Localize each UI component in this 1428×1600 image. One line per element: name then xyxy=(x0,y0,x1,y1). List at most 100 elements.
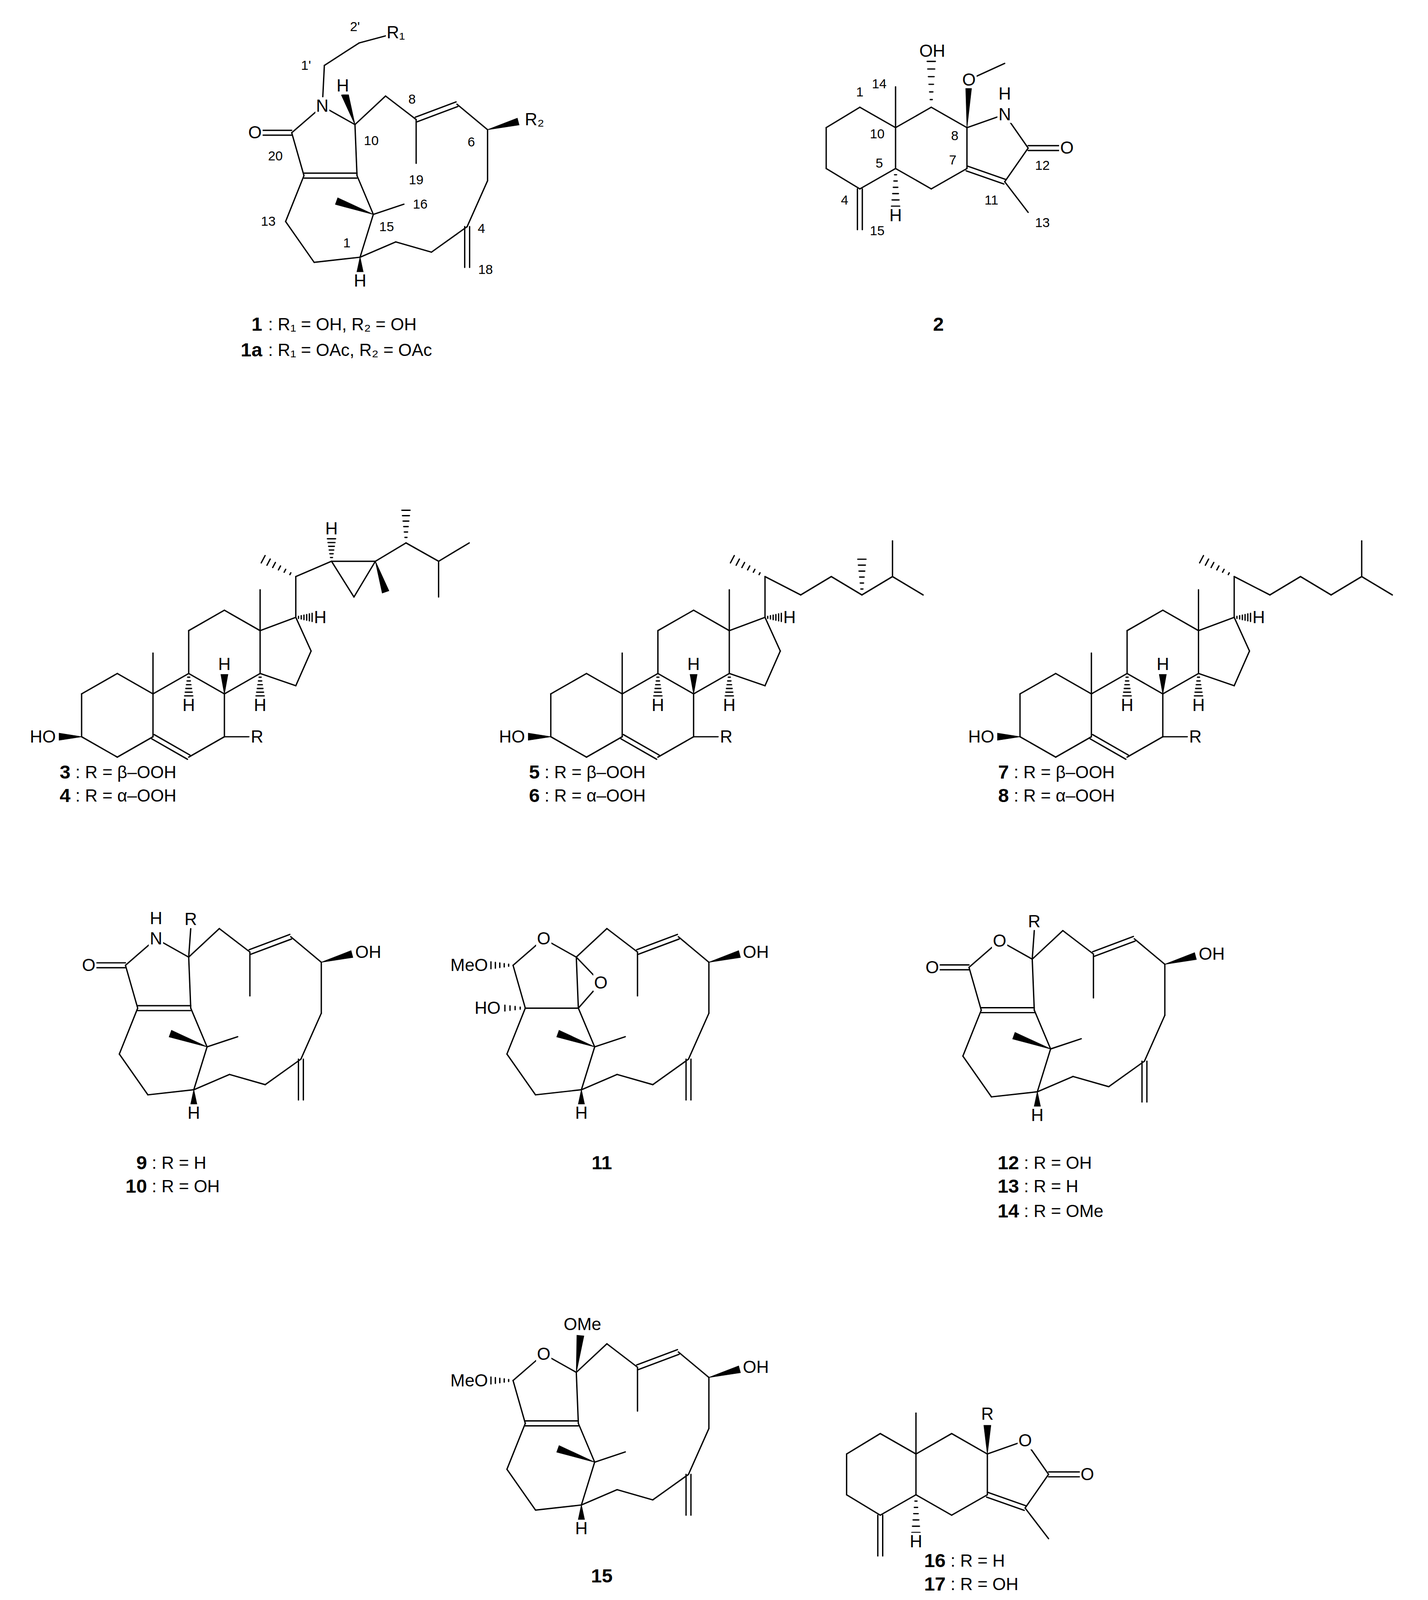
atom-label: H xyxy=(313,608,328,627)
bond xyxy=(224,673,260,694)
bond xyxy=(298,613,313,622)
bond xyxy=(968,967,982,1010)
bond xyxy=(1123,677,1132,696)
bond xyxy=(464,226,470,268)
atom-label: OMe xyxy=(562,1315,602,1333)
bond xyxy=(153,673,189,694)
bond xyxy=(81,736,118,757)
bond xyxy=(224,736,249,738)
bond xyxy=(438,542,470,562)
bond xyxy=(576,1334,584,1372)
bond xyxy=(1004,181,1028,213)
atom-label: MeO xyxy=(449,956,489,974)
substituent-caption: : R = β–OOH xyxy=(543,763,647,782)
bond xyxy=(187,630,190,674)
bond xyxy=(657,609,694,631)
bond xyxy=(825,127,828,169)
bond xyxy=(1269,576,1301,596)
bond xyxy=(764,650,781,686)
bond xyxy=(1025,1507,1049,1539)
bond xyxy=(1037,1048,1051,1092)
bond xyxy=(859,168,896,189)
bond xyxy=(686,1059,692,1101)
bond xyxy=(708,962,710,1014)
bond xyxy=(927,61,936,100)
atom-label: R xyxy=(250,727,265,746)
bond xyxy=(125,964,138,1008)
bond xyxy=(877,1514,883,1556)
bond xyxy=(709,1365,741,1378)
bond xyxy=(617,1074,653,1085)
bond xyxy=(577,1504,585,1521)
atom-label: H xyxy=(217,655,232,674)
bond xyxy=(895,127,897,169)
bond xyxy=(1032,930,1063,959)
bond xyxy=(59,732,82,740)
substituent-caption: : R = OH xyxy=(150,1177,221,1196)
bond xyxy=(915,1494,952,1515)
bond xyxy=(1234,576,1270,596)
bond xyxy=(931,107,967,128)
atom-label: H xyxy=(149,909,164,928)
bond xyxy=(1144,1014,1165,1061)
bond xyxy=(359,214,373,258)
atom-label: O xyxy=(961,70,977,89)
bond xyxy=(962,1009,982,1056)
bond xyxy=(1159,674,1167,694)
bond xyxy=(415,101,458,122)
bond xyxy=(581,1461,595,1505)
atom-label: H xyxy=(1030,1106,1045,1124)
atom-label: R xyxy=(718,727,734,746)
compound-number: 12 xyxy=(996,1153,1020,1173)
bond xyxy=(767,613,782,622)
bond xyxy=(678,936,710,963)
substituent-caption: : R = H xyxy=(150,1154,208,1172)
bond xyxy=(692,693,695,737)
compound-number: 7 xyxy=(997,762,1010,783)
bond xyxy=(1050,1038,1082,1049)
bond xyxy=(915,1453,917,1495)
bond xyxy=(891,540,894,577)
bond xyxy=(931,168,967,189)
compound-number: 3 xyxy=(59,762,72,783)
bond xyxy=(1164,952,1197,965)
bond xyxy=(431,226,468,253)
bond xyxy=(184,677,193,696)
bond xyxy=(1331,576,1362,596)
atom-label: R xyxy=(1188,727,1203,746)
bond xyxy=(1019,693,1021,737)
bond xyxy=(1164,964,1166,1015)
locant-number: 14 xyxy=(870,77,888,91)
bond xyxy=(259,630,261,674)
bond xyxy=(1361,576,1393,596)
compound-number: 16 xyxy=(923,1550,947,1571)
bond xyxy=(892,576,924,596)
bond xyxy=(693,609,730,631)
substituent-caption: : R = α–OOH xyxy=(74,786,178,805)
bond xyxy=(1032,959,1035,1010)
atom-label: H xyxy=(997,85,1012,103)
bond xyxy=(188,609,225,631)
bond xyxy=(335,197,374,215)
bond xyxy=(1127,736,1163,757)
bond xyxy=(951,1494,988,1515)
atom-label: O xyxy=(247,123,263,142)
bond xyxy=(1199,555,1230,575)
bond xyxy=(1032,930,1035,959)
bond xyxy=(506,1468,536,1510)
atom-label: H xyxy=(335,77,351,95)
bond xyxy=(1090,652,1092,694)
bond xyxy=(291,132,305,176)
bond xyxy=(467,180,488,227)
bond xyxy=(846,1494,881,1515)
locant-number: 4 xyxy=(477,221,487,235)
compound-number: 14 xyxy=(996,1200,1020,1221)
bond xyxy=(324,42,360,66)
bond xyxy=(986,1491,1026,1510)
bond xyxy=(657,736,694,757)
bond xyxy=(261,555,292,575)
compound-number: 13 xyxy=(996,1176,1020,1197)
locant-number: 1' xyxy=(300,58,312,72)
atom-label: O xyxy=(1059,139,1075,157)
compound-number: 9 xyxy=(135,1153,148,1173)
